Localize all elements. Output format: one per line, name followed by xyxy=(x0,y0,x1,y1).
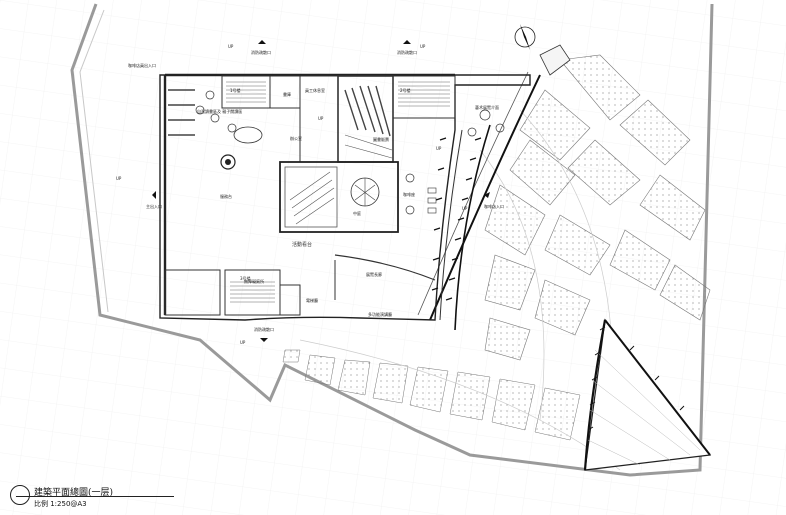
label-stair-2: 2号楼 xyxy=(400,87,411,93)
entrance-markers xyxy=(152,40,490,342)
label-cafe-seat: 咖啡座 xyxy=(403,191,415,197)
curved-facade xyxy=(417,44,571,331)
up-mark: UP xyxy=(228,44,234,49)
site-inner-line xyxy=(79,9,109,313)
up-mark: UP xyxy=(420,44,426,49)
up-mark: UP xyxy=(240,340,246,345)
title-underline xyxy=(16,496,174,497)
up-mark: UP xyxy=(462,206,468,211)
site-boundary xyxy=(70,3,714,477)
label-bookshop: 圖書販賣 xyxy=(373,136,389,142)
up-mark: UP xyxy=(318,116,324,121)
label-entrance-north-right: 消防疏散口 xyxy=(397,49,417,55)
facade-ticks xyxy=(431,137,685,431)
label-entrance-main: 主出入口 xyxy=(146,203,162,209)
section-marker-icon xyxy=(10,485,30,505)
label-stair-3: 3号楼 xyxy=(240,275,251,281)
label-entrance-north-left: 消防疏散口 xyxy=(251,49,271,55)
label-exhibit-corridor: 展覽長廊 xyxy=(366,271,382,277)
label-reading-room: 自習讀書區及 親子閱讀區 xyxy=(197,108,242,114)
grandstand-seating xyxy=(282,54,711,471)
label-storage: 書庫 xyxy=(283,91,291,97)
up-mark: UP xyxy=(436,146,442,151)
drawing-scale: 比例 1:250@A3 xyxy=(34,500,87,508)
label-lecture: 多功能演講廳 xyxy=(368,311,392,317)
label-staff-office: 員工休息室 xyxy=(305,87,325,93)
label-toilet: 無障礙廁所 xyxy=(244,278,264,284)
north-arrow-icon xyxy=(514,24,536,50)
label-art-exhibit: 藝术展覽介面 xyxy=(475,104,499,110)
drawing-title-block: 建築平面總圖(一层) 比例 1:250@A3 xyxy=(6,483,174,513)
label-entrance-south: 消防疏散口 xyxy=(254,326,274,332)
outdoor-stage xyxy=(583,318,712,471)
label-office: 辦公室 xyxy=(290,135,302,141)
label-lobby: 服務台 xyxy=(220,193,232,199)
furniture xyxy=(195,90,505,215)
label-entrance-east: 咖啡店入口 xyxy=(484,203,504,209)
drawing-title: 建築平面總圖(一层) xyxy=(34,488,114,498)
label-elevator-hall: 電梯廳 xyxy=(306,297,318,303)
label-atrium: 中庭 xyxy=(353,210,361,216)
label-audience: 活動看台 xyxy=(292,241,312,248)
building-walls xyxy=(159,73,531,321)
label-stair-1: 1号楼 xyxy=(230,87,241,93)
label-entrance-nw: 咖啡店員出入口 xyxy=(128,62,156,68)
up-mark: UP xyxy=(116,176,122,181)
